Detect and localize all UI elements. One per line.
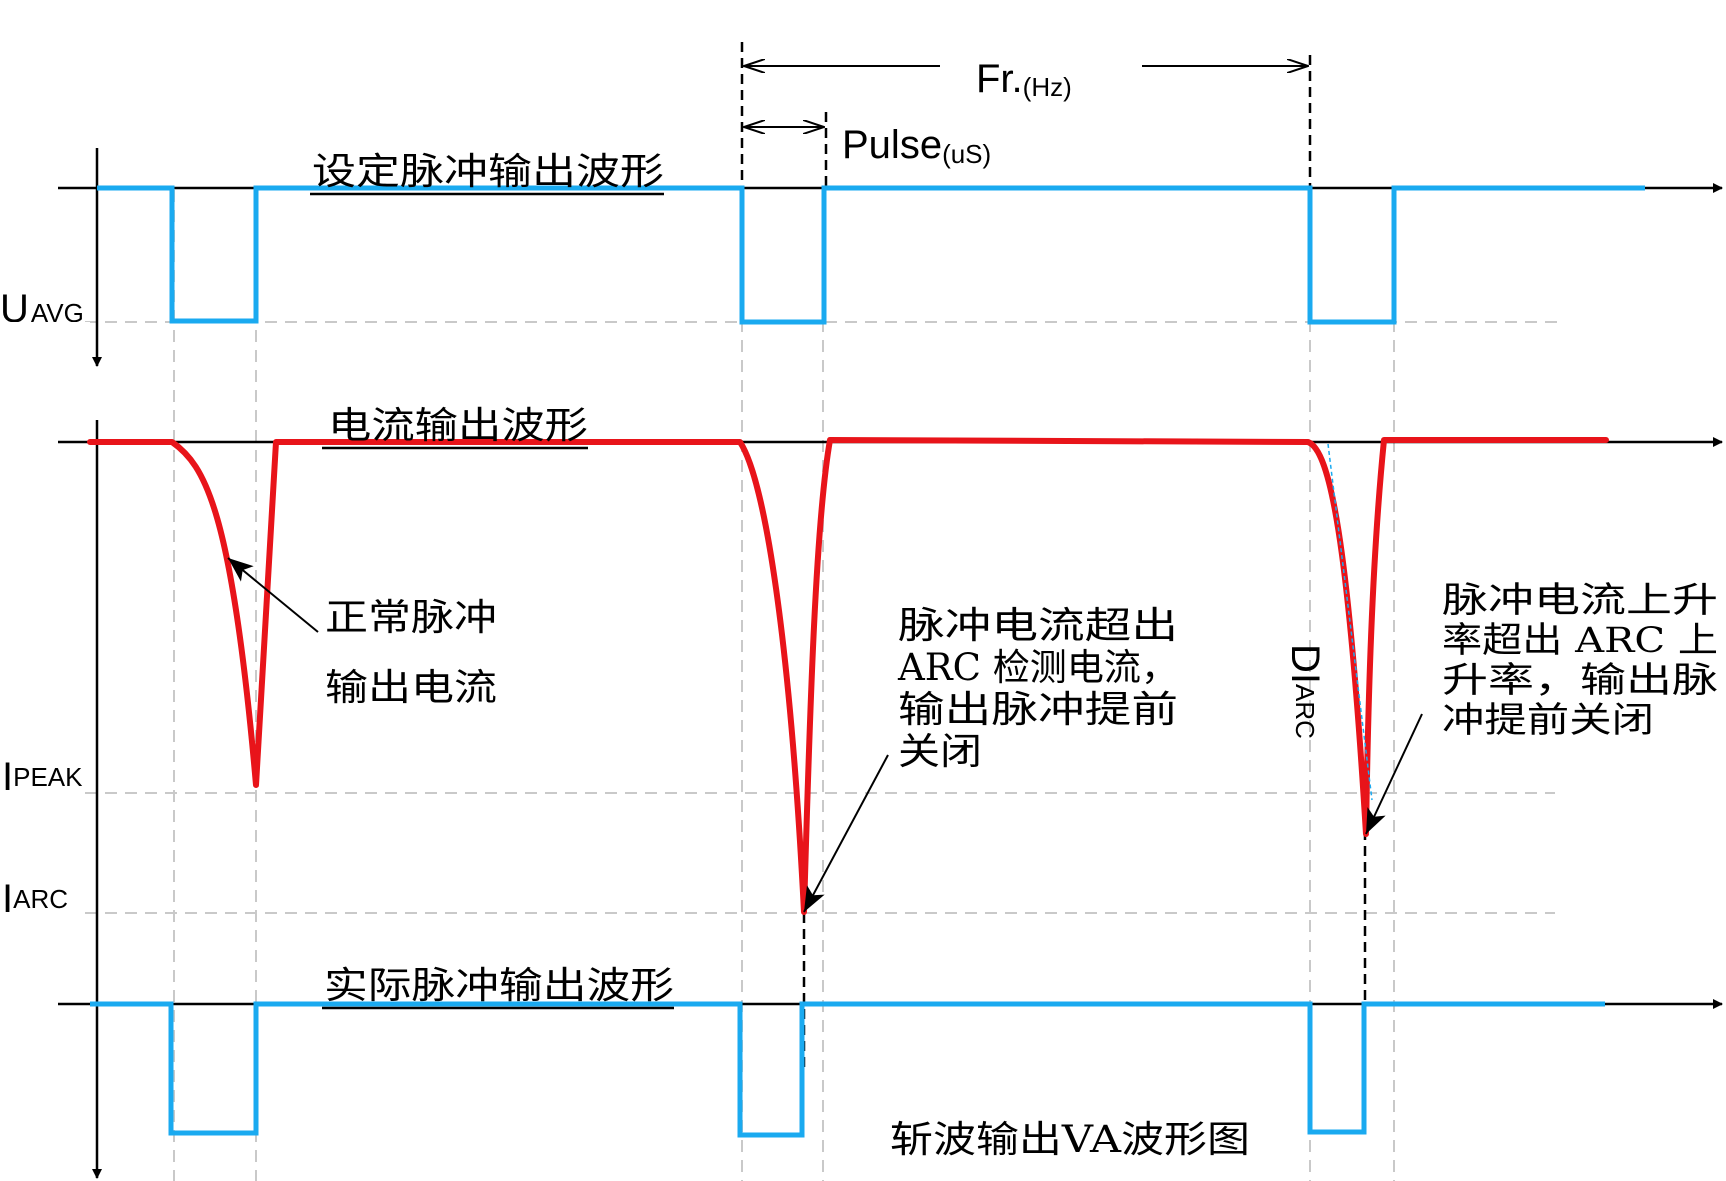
arc-detect-pointer — [803, 754, 889, 913]
di-arc-slope-line — [1327, 443, 1373, 801]
arc-detect-annotation: 脉冲电流超出 ARC 检测电流， 输出脉冲提前 关闭 — [897, 604, 1178, 773]
arc-rise-pointer — [1365, 713, 1423, 835]
diagram-caption: 斩波输出VA波形图 — [890, 1118, 1250, 1161]
actual-voltage-waveform — [90, 1001, 1605, 1138]
timing-markers — [740, 42, 1367, 1072]
uavg-label-clip — [0, 322, 90, 362]
set-voltage-waveform — [97, 185, 1645, 325]
annotation-line: 输出脉冲提前 — [898, 688, 1178, 731]
annotation-line: 脉冲电流上升 — [1442, 581, 1718, 621]
di-arc-label: DIARC — [1283, 644, 1327, 739]
normal-pulse-pointer — [227, 557, 319, 633]
annotation-arrows — [227, 557, 1423, 913]
iarc-label: IARC — [2, 877, 68, 921]
actual-waveform-title: 实际脉冲输出波形 — [324, 964, 674, 1007]
current-waveform-title: 电流输出波形 — [328, 404, 588, 447]
annotation-line: 率超出 ARC 上 — [1442, 621, 1718, 661]
normal-pulse-annotation: 正常脉冲 输出电流 — [325, 596, 497, 709]
pulse-label: Pulse(uS) — [842, 123, 991, 169]
dimension-arrows — [744, 66, 1308, 127]
annotation-line: ARC 检测电流， — [897, 646, 1178, 689]
annotation-line: 关闭 — [898, 730, 982, 773]
annotation-line: 正常脉冲 — [325, 596, 497, 639]
guide-lines — [85, 190, 1560, 1181]
annotation-line: 升率，输出脉 — [1442, 661, 1718, 701]
svg-text:DIARC: DIARC — [1283, 644, 1327, 739]
set-waveform-title: 设定脉冲输出波形 — [312, 150, 664, 193]
ipeak-label: IPEAK — [2, 755, 83, 799]
arc-rise-annotation: 脉冲电流上升 率超出 ARC 上 升率，输出脉 冲提前关闭 — [1442, 581, 1718, 741]
annotation-line: 输出电流 — [325, 666, 497, 709]
annotation-line: 脉冲电流超出 — [898, 604, 1178, 647]
fr-label: Fr.(Hz) — [976, 57, 1072, 102]
current-waveform — [87, 437, 1609, 915]
annotation-line: 冲提前关闭 — [1442, 701, 1654, 741]
